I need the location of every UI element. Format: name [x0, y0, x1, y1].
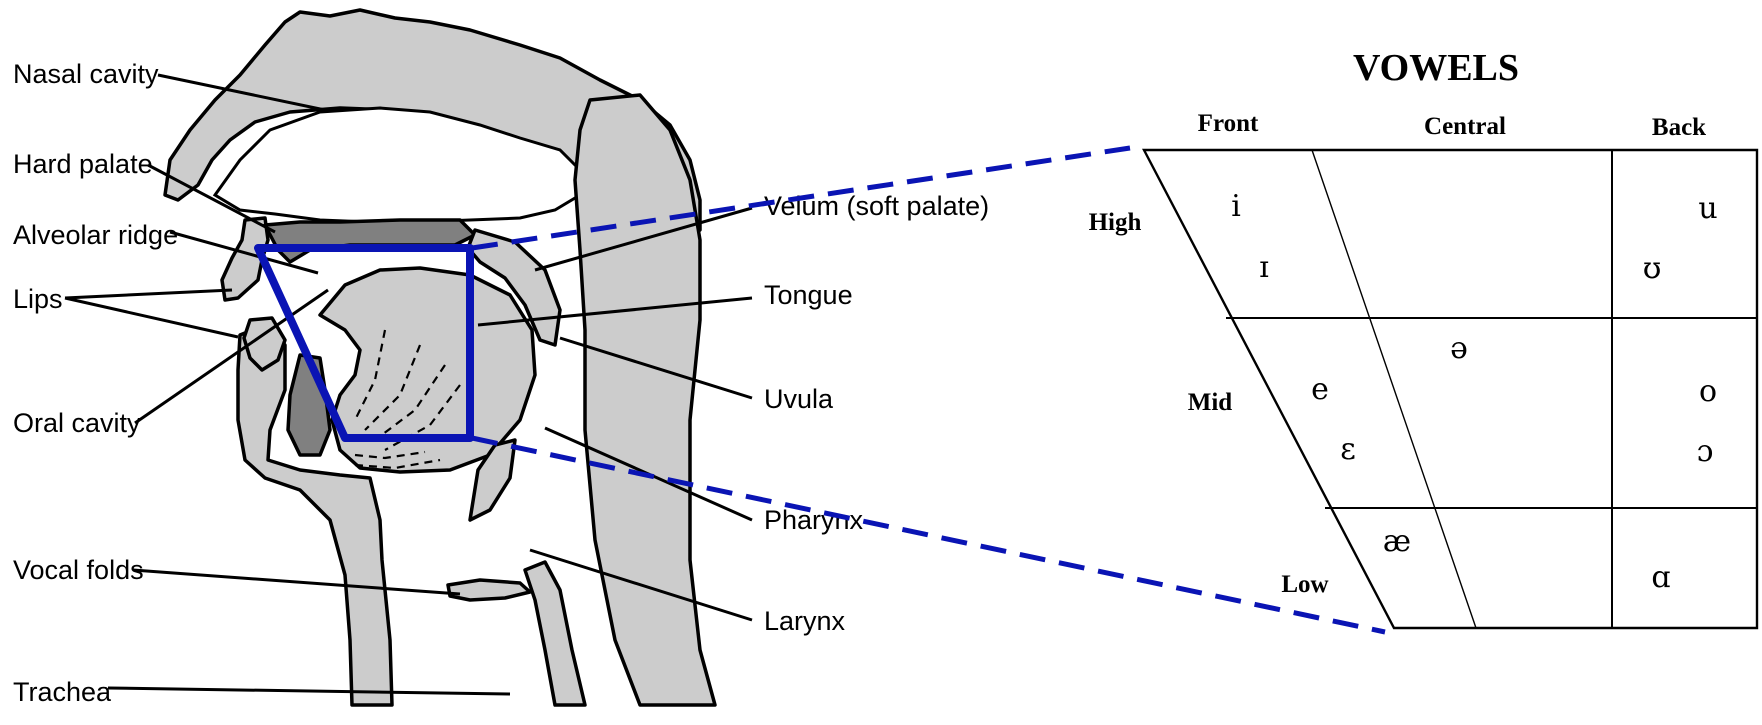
vowel-schwa: ə	[1450, 331, 1468, 366]
column-central: Central	[1424, 113, 1506, 140]
label-vocal-folds: Vocal folds	[13, 555, 144, 585]
row-low: Low	[1281, 571, 1328, 598]
row-high: High	[1089, 209, 1142, 236]
vowel-symbols: i ɪ u ʊ ə e ɛ o ɔ æ ɑ	[1231, 189, 1717, 595]
vowel-open-o: ɔ	[1697, 434, 1714, 469]
label-oral-cavity: Oral cavity	[13, 408, 141, 438]
vowel-alpha: ɑ	[1651, 560, 1670, 595]
vowel-i: i	[1231, 189, 1241, 224]
vocal-folds-shape	[448, 580, 530, 600]
trachea-front	[525, 562, 585, 705]
vowel-small-u: ʊ	[1643, 251, 1662, 286]
label-tongue: Tongue	[764, 280, 853, 310]
column-front: Front	[1198, 110, 1259, 137]
label-lips: Lips	[13, 284, 63, 314]
label-larynx: Larynx	[764, 606, 846, 636]
vowel-e: e	[1311, 372, 1329, 407]
leader-trachea	[108, 688, 510, 694]
label-nasal-cavity: Nasal cavity	[13, 59, 159, 89]
lower-teeth	[288, 355, 330, 455]
label-alveolar-ridge: Alveolar ridge	[13, 220, 178, 250]
vowel-chart: VOWELS Front Central Back High Mid Low i…	[1089, 47, 1757, 628]
label-hard-palate: Hard palate	[13, 149, 153, 179]
leader-vocal-folds	[133, 570, 460, 594]
vocal-tract-illustration	[165, 10, 715, 705]
leader-lips-lower	[65, 298, 238, 337]
vowel-u: u	[1698, 191, 1717, 226]
vowel-small-i: ɪ	[1259, 250, 1269, 285]
label-uvula: Uvula	[764, 384, 834, 414]
vowel-chart-title: VOWELS	[1353, 47, 1519, 89]
row-mid: Mid	[1188, 389, 1233, 416]
label-trachea: Trachea	[13, 677, 112, 707]
vowel-ae: æ	[1383, 524, 1411, 559]
vowel-epsilon: ɛ	[1340, 432, 1356, 467]
upper-teeth	[265, 220, 475, 262]
vowel-o: o	[1699, 374, 1717, 409]
label-velum: Velum (soft palate)	[764, 191, 989, 221]
leader-lips-upper	[65, 290, 232, 298]
column-back: Back	[1652, 114, 1706, 141]
